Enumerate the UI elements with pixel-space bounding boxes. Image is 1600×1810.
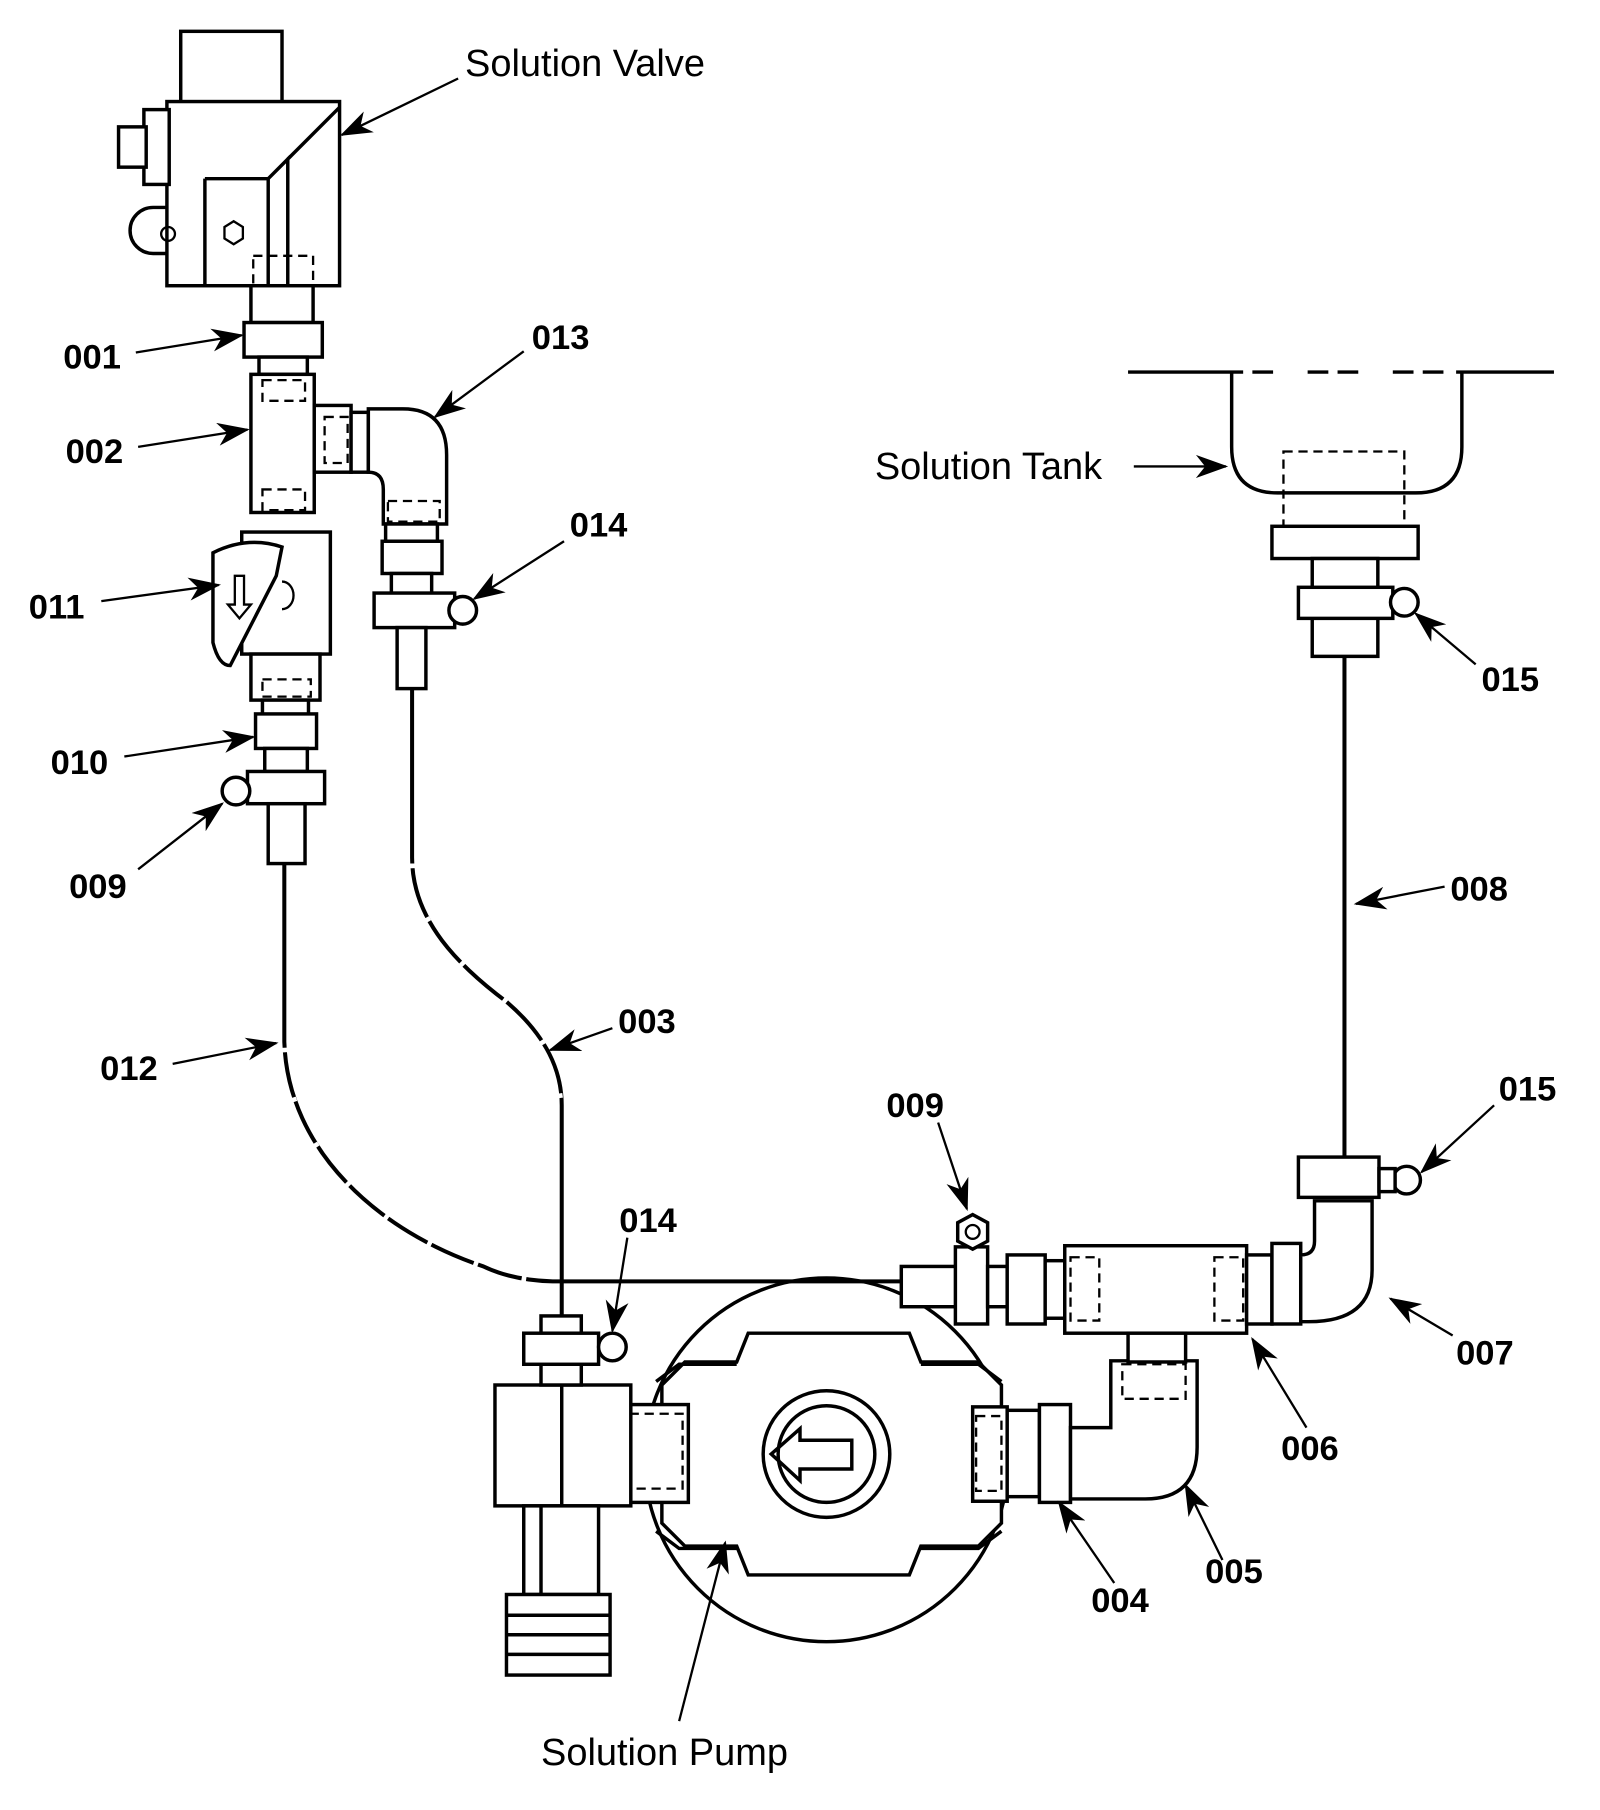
nut-001 <box>242 320 325 359</box>
callout-014: 014 <box>570 507 628 545</box>
solution-valve <box>116 29 342 301</box>
down-arrow-icon <box>225 574 254 621</box>
nut-004 <box>1037 1402 1073 1505</box>
callout-012: 012 <box>100 1050 158 1088</box>
label-solution-pump: Solution Pump <box>541 1732 788 1774</box>
hose-003 <box>410 688 564 1319</box>
callout-010: 010 <box>51 744 109 782</box>
left-arrow-icon <box>768 1424 854 1485</box>
callout-001: 001 <box>63 339 121 377</box>
callout-002: 002 <box>66 433 124 471</box>
label-solution-tank: Solution Tank <box>875 446 1103 488</box>
elbow-005 <box>1068 1359 1199 1501</box>
callout-008: 008 <box>1450 870 1508 908</box>
callout-015: 015 <box>1481 661 1539 699</box>
hose-012 <box>282 863 904 1284</box>
elbow-013 <box>349 407 479 691</box>
elbow-007 <box>1298 1199 1374 1324</box>
solution-pump <box>493 1276 1011 1677</box>
callout-006: 006 <box>1281 1430 1339 1468</box>
callout-011: 011 <box>29 588 85 626</box>
callout-014: 014 <box>619 1202 677 1240</box>
pipe-001 <box>249 283 315 325</box>
callout-007: 007 <box>1456 1334 1514 1372</box>
label-solution-valve: Solution Valve <box>465 43 705 85</box>
callout-013: 013 <box>532 319 590 357</box>
callout-003: 003 <box>618 1003 676 1041</box>
callout-009: 009 <box>886 1087 944 1125</box>
callout-015: 015 <box>1499 1071 1557 1109</box>
callout-005: 005 <box>1205 1553 1263 1591</box>
solution-tank <box>1128 369 1554 659</box>
tee-002 <box>249 372 353 515</box>
tee-006 <box>1063 1243 1249 1364</box>
callout-009: 009 <box>69 868 127 906</box>
valve-011 <box>211 530 333 866</box>
leader-arrows <box>101 77 1495 1722</box>
callout-004: 004 <box>1091 1582 1149 1620</box>
